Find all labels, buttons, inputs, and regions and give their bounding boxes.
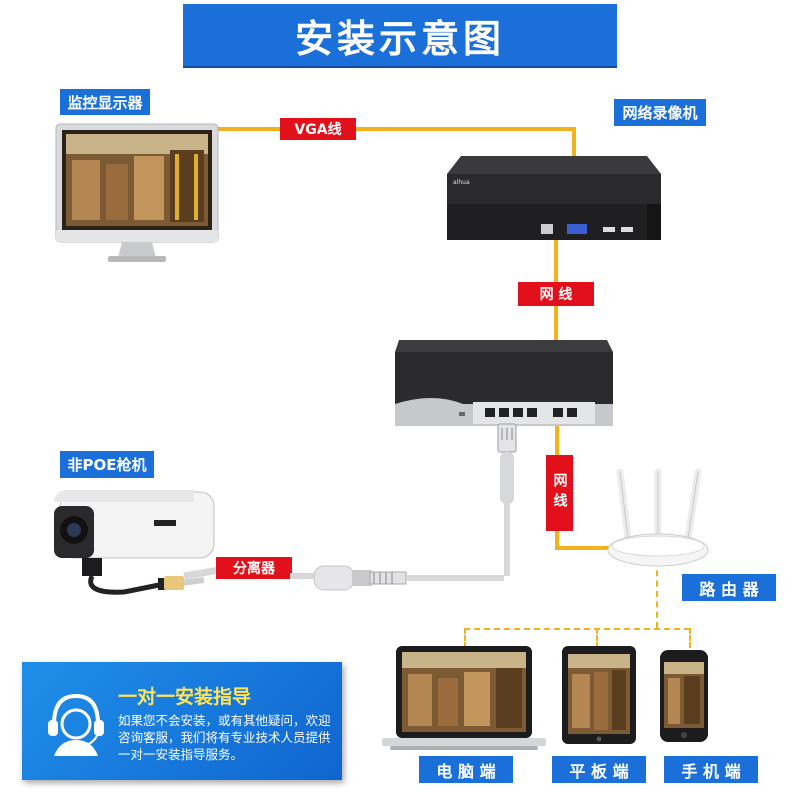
monitor-icon xyxy=(55,123,219,262)
nvr-icon: alhua xyxy=(447,156,661,240)
lan-cable-icon xyxy=(497,423,517,576)
nvr-label: 网络录像机 xyxy=(614,99,706,126)
tablet-icon xyxy=(562,646,636,744)
guide-panel xyxy=(22,662,342,780)
page-title: 安装示意图 xyxy=(183,4,617,66)
pc-dash xyxy=(464,628,466,648)
network-cable-label-1: 网 线 xyxy=(518,282,594,306)
svg-text:alhua: alhua xyxy=(453,179,470,186)
phone-label: 手 机 端 xyxy=(664,756,758,783)
switch-icon xyxy=(395,340,613,426)
devices-dash-bus xyxy=(464,628,690,630)
switch-router-line-horizontal xyxy=(555,546,625,550)
phone-icon xyxy=(660,650,708,742)
tablet-dash xyxy=(596,628,598,648)
vga-line-horizontal xyxy=(218,127,576,131)
splitter-label: 分离器 xyxy=(216,557,292,579)
router-dash-down xyxy=(656,560,658,628)
pc-label: 电 脑 端 xyxy=(419,756,513,783)
router-icon xyxy=(607,468,709,567)
network-cable-label-2: 网线 xyxy=(546,455,573,531)
router-label: 路 由 器 xyxy=(682,574,776,601)
laptop-icon xyxy=(382,646,546,750)
guide-body: 如果您不会安装，或有其他疑问，欢迎咨询客服，我们将有专业技术人员提供一对一安装指… xyxy=(118,713,331,762)
tablet-label: 平 板 端 xyxy=(552,756,646,783)
customer-service-icon xyxy=(48,693,104,756)
camera-label: 非POE枪机 xyxy=(60,451,154,478)
camera-icon xyxy=(54,490,245,595)
phone-dash xyxy=(689,628,691,648)
monitor-label: 监控显示器 xyxy=(60,89,150,115)
splitter-icon xyxy=(290,565,504,591)
vga-cable-label: VGA线 xyxy=(280,118,356,140)
guide-title: 一对一安装指导 xyxy=(118,686,252,708)
